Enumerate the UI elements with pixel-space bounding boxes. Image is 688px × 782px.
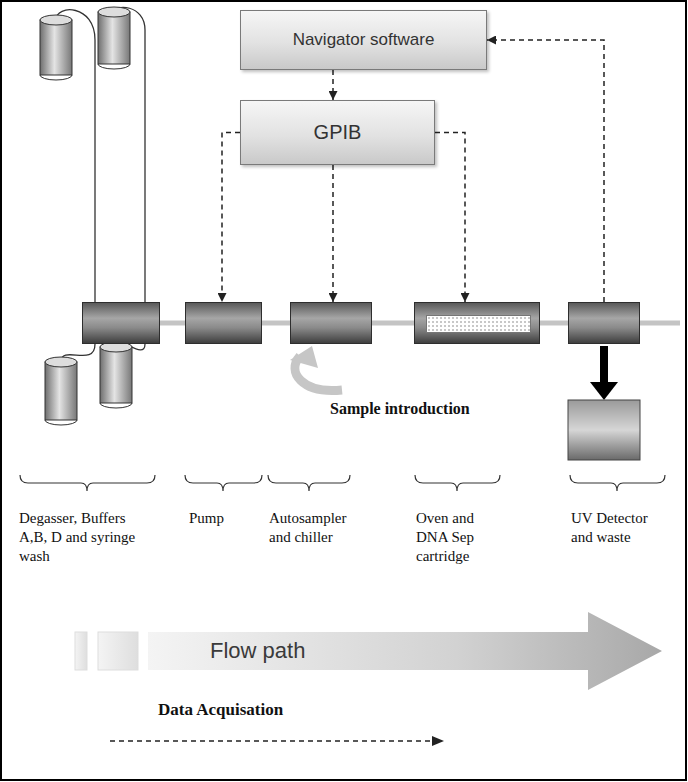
- brace: [415, 475, 500, 491]
- flow-label: Flow path: [148, 638, 305, 664]
- group-braces: [20, 475, 665, 491]
- brace: [20, 475, 155, 491]
- flow-line: [160, 321, 185, 326]
- autosampler-module: Autosampler and chiller: [290, 302, 372, 344]
- flow-line: [262, 321, 290, 326]
- brace: [268, 475, 350, 491]
- legend-entry: Data Acquisation: [108, 700, 448, 754]
- legend-arrowhead: [432, 736, 444, 746]
- oven-module: Oven and DNA Sep cartridge: [414, 302, 540, 344]
- bottle: [45, 362, 77, 420]
- detector-module: UV Detector and waste: [568, 302, 640, 344]
- pump-module: Pump: [185, 302, 262, 344]
- degasser-module: Degasser, Buffers A,B, D and syringe was…: [82, 302, 160, 344]
- box-label: Navigator software: [293, 30, 435, 50]
- flow-line: [640, 321, 680, 326]
- flow-block: [75, 632, 87, 670]
- waste-arrowhead: [590, 382, 618, 400]
- bottle-top: [40, 15, 72, 25]
- bottle-bottom: [45, 420, 77, 425]
- bottle: [100, 347, 132, 403]
- flow-line: [540, 321, 568, 326]
- bottle-bottom: [40, 75, 72, 80]
- legend-line: [110, 740, 434, 742]
- box-label: GPIB: [314, 121, 362, 144]
- flow-arrow: Flow path: [148, 612, 662, 690]
- bottle: [98, 12, 130, 64]
- brace: [570, 475, 665, 491]
- sample-arrowhead: [290, 346, 318, 368]
- data-connector: [487, 40, 604, 302]
- annotation-label: Sample introduction: [330, 400, 470, 418]
- legend-sample: [108, 728, 448, 754]
- arrow-body: [148, 612, 662, 690]
- module-caption: Pump: [189, 509, 259, 528]
- data-connector: [222, 133, 240, 303]
- data-connector: [435, 133, 465, 303]
- interface-box: GPIB: [240, 100, 435, 165]
- module-caption: Oven and DNA Sep cartridge: [416, 509, 504, 565]
- waste-arrow: [600, 346, 608, 384]
- module-caption: Autosampler and chiller: [269, 509, 369, 547]
- software-box: Navigator software: [240, 10, 487, 70]
- legend-label: Data Acquisation: [158, 700, 448, 720]
- bottle-bottom: [98, 64, 130, 69]
- cartridge-window: [426, 315, 531, 333]
- buffer-bottles: [40, 7, 132, 425]
- data-connector: [332, 165, 334, 302]
- bottle: [40, 20, 72, 75]
- flow-line: [372, 321, 414, 326]
- module-caption: UV Detector and waste: [571, 509, 661, 547]
- bottle-bottom: [100, 403, 132, 408]
- bottle-top: [98, 7, 130, 17]
- brace: [185, 475, 262, 491]
- data-connector: [332, 70, 334, 100]
- waste-box: [568, 400, 640, 460]
- flow-block: [98, 632, 138, 670]
- module-caption: Degasser, Buffers A,B, D and syringe was…: [19, 509, 144, 565]
- bottle-top: [45, 357, 77, 367]
